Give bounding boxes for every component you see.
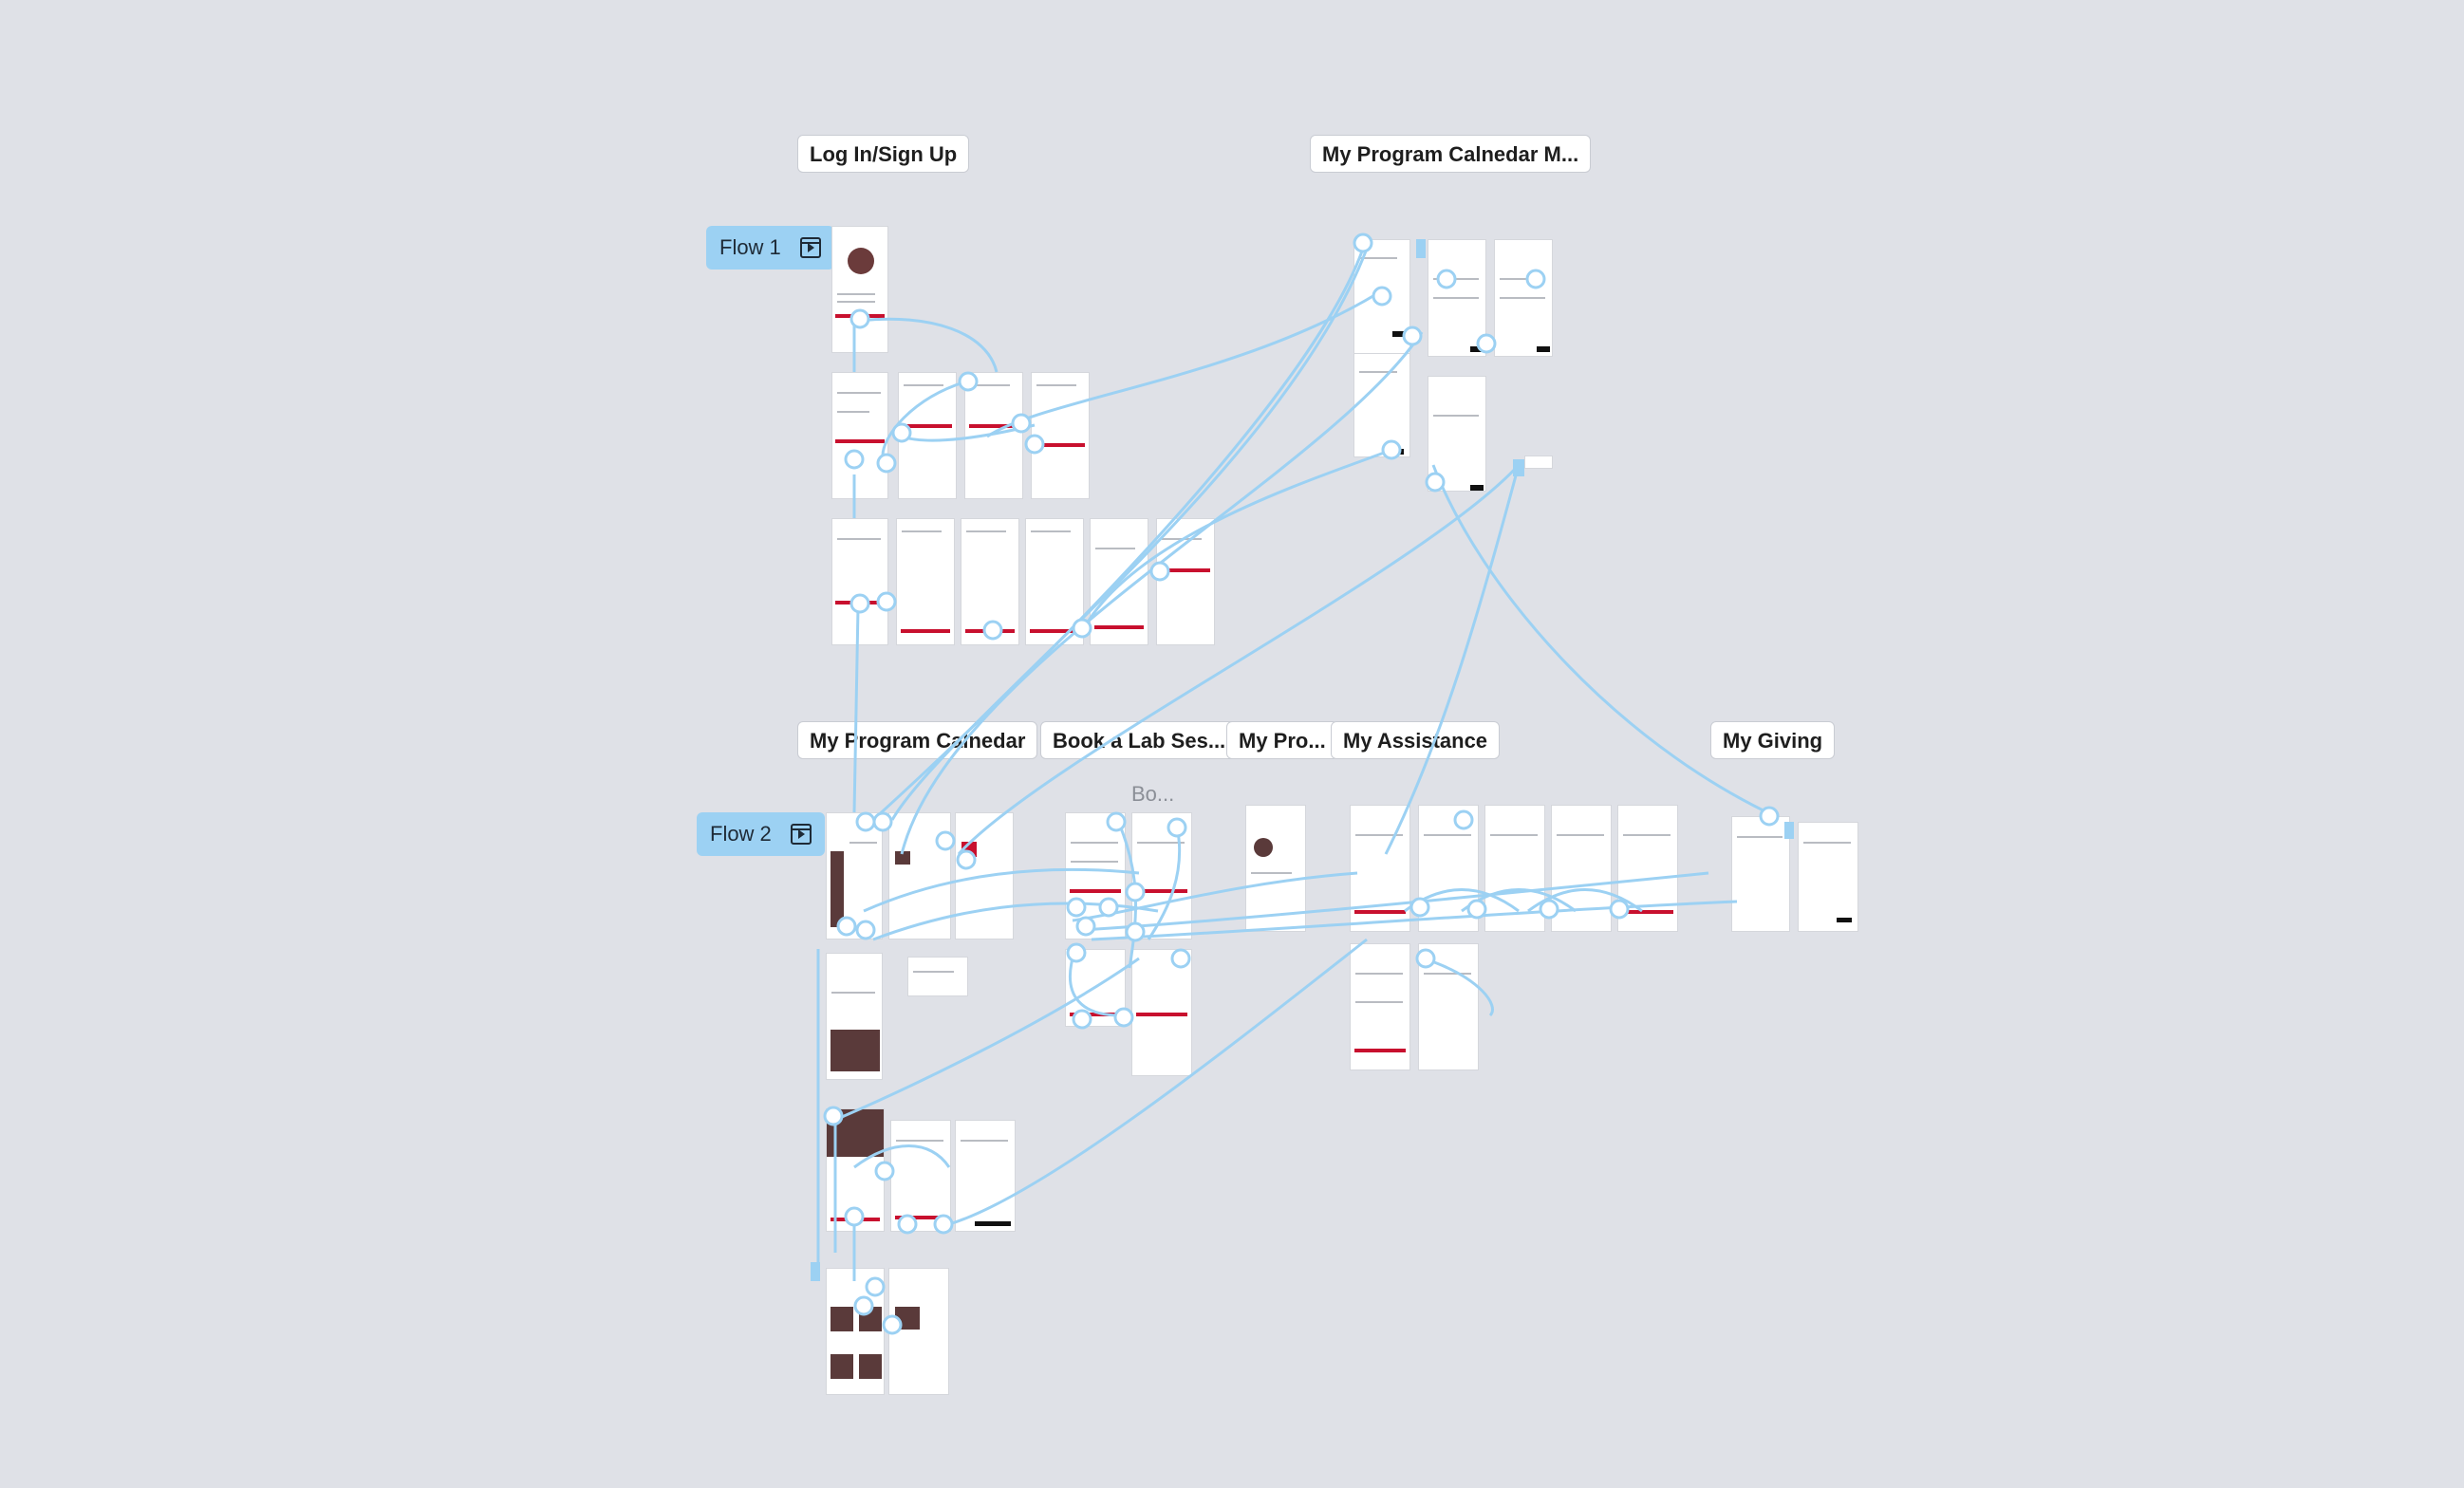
screen-frame[interactable] [896,518,955,645]
screen-frame[interactable] [1484,805,1545,932]
screen-frame[interactable] [1798,822,1858,932]
section-label-login[interactable]: Log In/Sign Up [797,135,970,173]
flow-2-label: Flow 2 [710,822,772,846]
note-frame[interactable] [1524,456,1553,469]
screen-frame[interactable] [1131,949,1192,1076]
screen-frame[interactable] [1350,943,1410,1070]
play-frame-icon [790,824,812,845]
screen-frame[interactable] [907,957,968,996]
screen-frame[interactable] [955,1120,1016,1232]
ghost-section-label: Bo... [1131,782,1175,806]
screen-frame[interactable] [1065,812,1126,939]
flow-1-label: Flow 1 [719,235,781,259]
section-label-calendar-m[interactable]: My Program Calnedar M... [1310,135,1592,173]
section-label-giving[interactable]: My Giving [1710,721,1836,759]
section-label-assistance[interactable]: My Assistance [1331,721,1501,759]
screen-frame[interactable] [964,372,1023,499]
screen-frame[interactable] [1731,816,1790,932]
screen-frame[interactable] [826,812,883,939]
screen-frame[interactable] [831,372,888,499]
screen-frame[interactable] [1245,805,1306,932]
screen-frame[interactable] [831,226,888,353]
flow-1-tag[interactable]: Flow 1 [706,226,834,270]
screen-frame[interactable] [826,953,883,1080]
screen-frame[interactable] [890,1120,951,1232]
screen-frame[interactable] [1494,239,1553,357]
section-label-my-pro[interactable]: My Pro... [1226,721,1338,759]
play-frame-icon [799,237,821,258]
screen-frame[interactable] [831,518,888,645]
section-label-calendar[interactable]: My Program Calnedar [797,721,1038,759]
section-label-book-lab[interactable]: Book a Lab Ses... [1040,721,1239,759]
flow-2-tag[interactable]: Flow 2 [697,812,825,856]
